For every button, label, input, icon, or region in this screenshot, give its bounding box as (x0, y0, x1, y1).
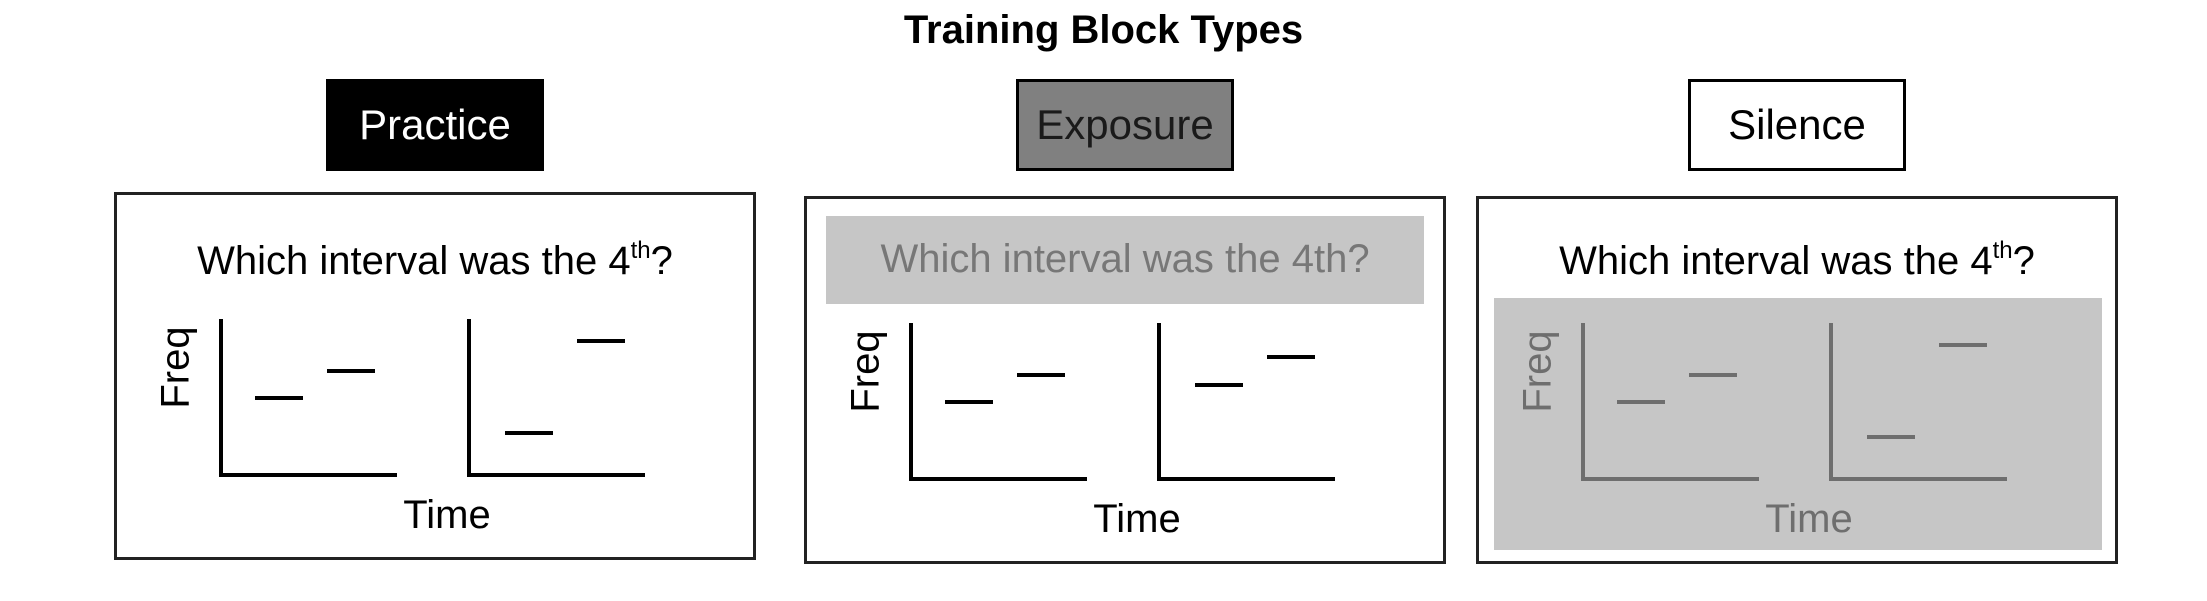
practice-plot-2-axes (467, 319, 645, 477)
practice-plot-1-axes (219, 319, 397, 477)
silence-question: Which interval was the 4th? (1479, 237, 2115, 284)
exposure-question: Which interval was the 4th? (880, 237, 1370, 281)
silence-plot-band (1494, 298, 2102, 550)
practice-question-text: Which interval was the 4 (197, 239, 631, 283)
silence-plot-2-axes (1829, 323, 2007, 481)
silence-label: Silence (1688, 79, 1906, 171)
silence-question-end: ? (2012, 239, 2035, 283)
practice-label: Practice (326, 79, 544, 171)
silence-time-label: Time (1765, 497, 1853, 541)
exposure-label: Exposure (1016, 79, 1234, 171)
exposure-time-label: Time (1093, 497, 1181, 541)
practice-question-sup: th (630, 237, 651, 264)
practice-panel: Which interval was the 4th? Freq Time (114, 192, 756, 560)
figure-title: Training Block Types (903, 8, 1304, 52)
exposure-plot-2-axes (1157, 323, 1335, 481)
exposure-panel: Which interval was the 4th? Freq Time (804, 196, 1446, 564)
silence-question-sup: th (1992, 237, 2013, 264)
practice-question-end: ? (650, 239, 673, 283)
practice-time-label: Time (403, 493, 491, 537)
practice-plots (219, 319, 645, 477)
exposure-question-band (826, 216, 1424, 304)
silence-panel: Which interval was the 4th? Freq Time (1476, 196, 2118, 564)
exposure-plots (909, 323, 1335, 481)
silence-question-text: Which interval was the 4 (1559, 239, 1993, 283)
practice-question: Which interval was the 4th? (117, 237, 753, 284)
exposure-plot-1-axes (909, 323, 1087, 481)
silence-plot-1-axes (1581, 323, 1759, 481)
silence-plots (1581, 323, 2007, 481)
